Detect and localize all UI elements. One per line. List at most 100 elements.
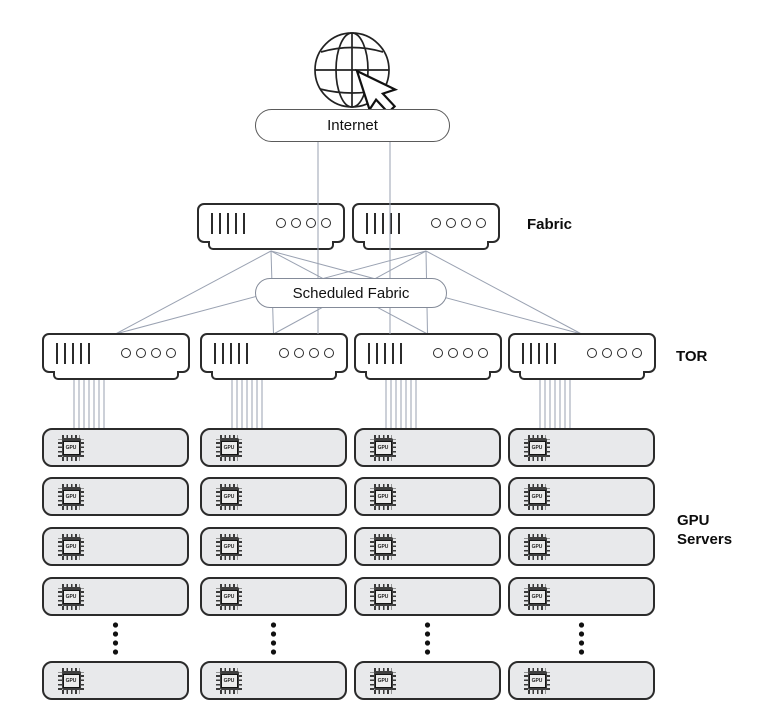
- chip-pins: [374, 556, 392, 560]
- gpu-chip-icon: GPU: [524, 534, 550, 560]
- chip-label: GPU: [375, 441, 392, 455]
- chip-pins: [220, 690, 238, 694]
- vent-line-icon: [72, 343, 74, 364]
- vent-line-icon: [368, 343, 370, 364]
- gpu-chip-icon: GPU: [524, 668, 550, 694]
- more-servers-dot: [113, 649, 118, 654]
- vent-line-icon: [382, 213, 384, 234]
- gpu-chip-icon: GPU: [216, 534, 242, 560]
- port-circle-icon: [306, 218, 316, 228]
- gpu-server: GPU: [200, 428, 347, 467]
- gpu-server: GPU: [42, 577, 189, 616]
- gpu-servers-label-line1: GPU: [677, 511, 732, 530]
- tor-switch-chassis: [200, 333, 348, 373]
- switch-ports-icon: [276, 218, 331, 228]
- port-circle-icon: [433, 348, 443, 358]
- chip-pins: [80, 588, 84, 606]
- vent-line-icon: [214, 343, 216, 364]
- switch-vents-icon: [211, 213, 245, 234]
- chip-package: GPU: [374, 438, 393, 457]
- fabric-label: Fabric: [527, 215, 572, 234]
- chip-pins: [62, 457, 80, 461]
- chip-label: GPU: [221, 674, 238, 688]
- port-circle-icon: [448, 348, 458, 358]
- switch-vents-icon: [522, 343, 556, 364]
- chip-pins: [220, 457, 238, 461]
- more-servers-dot: [579, 622, 584, 627]
- chip-label: GPU: [221, 540, 238, 554]
- tor-label: TOR: [676, 347, 707, 366]
- gpu-chip-icon: GPU: [216, 484, 242, 510]
- gpu-server: GPU: [508, 661, 655, 700]
- chip-package: GPU: [528, 487, 547, 506]
- tor-switch-chassis: [42, 333, 190, 373]
- port-circle-icon: [446, 218, 456, 228]
- switch-vents-icon: [368, 343, 402, 364]
- chip-pins: [238, 672, 242, 690]
- chip-pins: [528, 556, 546, 560]
- gpu-chip-icon: GPU: [216, 668, 242, 694]
- internet-label: Internet: [327, 117, 378, 134]
- switch-ports-icon: [587, 348, 642, 358]
- gpu-server: GPU: [200, 661, 347, 700]
- port-circle-icon: [587, 348, 597, 358]
- gpu-server: GPU: [508, 577, 655, 616]
- vent-line-icon: [88, 343, 90, 364]
- switch-vents-icon: [214, 343, 248, 364]
- chip-pins: [546, 588, 550, 606]
- chip-label: GPU: [221, 590, 238, 604]
- switch-vents-icon: [56, 343, 90, 364]
- chip-pins: [80, 538, 84, 556]
- gpu-chip-icon: GPU: [370, 435, 396, 461]
- gpu-server: GPU: [508, 477, 655, 516]
- chip-package: GPU: [374, 537, 393, 556]
- chip-pins: [546, 538, 550, 556]
- gpu-chip-icon: GPU: [58, 668, 84, 694]
- port-circle-icon: [291, 218, 301, 228]
- gpu-server: GPU: [42, 477, 189, 516]
- chip-pins: [80, 672, 84, 690]
- vent-line-icon: [546, 343, 548, 364]
- port-circle-icon: [632, 348, 642, 358]
- globe-icon: [315, 33, 389, 107]
- port-circle-icon: [121, 348, 131, 358]
- vent-line-icon: [219, 213, 221, 234]
- chip-package: GPU: [220, 537, 239, 556]
- port-circle-icon: [136, 348, 146, 358]
- chip-pins: [374, 457, 392, 461]
- vent-line-icon: [227, 213, 229, 234]
- chip-pins: [546, 672, 550, 690]
- chip-pins: [62, 506, 80, 510]
- gpu-server: GPU: [354, 577, 501, 616]
- gpu-chip-icon: GPU: [216, 584, 242, 610]
- gpu-chip-icon: GPU: [58, 484, 84, 510]
- more-servers-dot: [113, 631, 118, 636]
- vent-line-icon: [80, 343, 82, 364]
- port-circle-icon: [463, 348, 473, 358]
- chip-label: GPU: [63, 590, 80, 604]
- fabric-switch: [197, 203, 345, 250]
- chip-label: GPU: [529, 590, 546, 604]
- chip-label: GPU: [375, 674, 392, 688]
- port-circle-icon: [151, 348, 161, 358]
- tor-switch-base: [53, 371, 179, 380]
- switch-ports-icon: [431, 218, 486, 228]
- vent-line-icon: [398, 213, 400, 234]
- chip-pins: [62, 690, 80, 694]
- port-circle-icon: [431, 218, 441, 228]
- gpu-chip-icon: GPU: [524, 435, 550, 461]
- switch-ports-icon: [433, 348, 488, 358]
- vent-line-icon: [243, 213, 245, 234]
- tor-switch: [42, 333, 190, 380]
- chip-package: GPU: [62, 671, 81, 690]
- chip-label: GPU: [63, 540, 80, 554]
- more-servers-dot: [579, 631, 584, 636]
- chip-pins: [220, 556, 238, 560]
- gpu-server: GPU: [42, 527, 189, 566]
- gpu-server: GPU: [200, 577, 347, 616]
- chip-label: GPU: [375, 590, 392, 604]
- more-servers-dot: [579, 649, 584, 654]
- vent-line-icon: [390, 213, 392, 234]
- vent-line-icon: [222, 343, 224, 364]
- chip-pins: [238, 488, 242, 506]
